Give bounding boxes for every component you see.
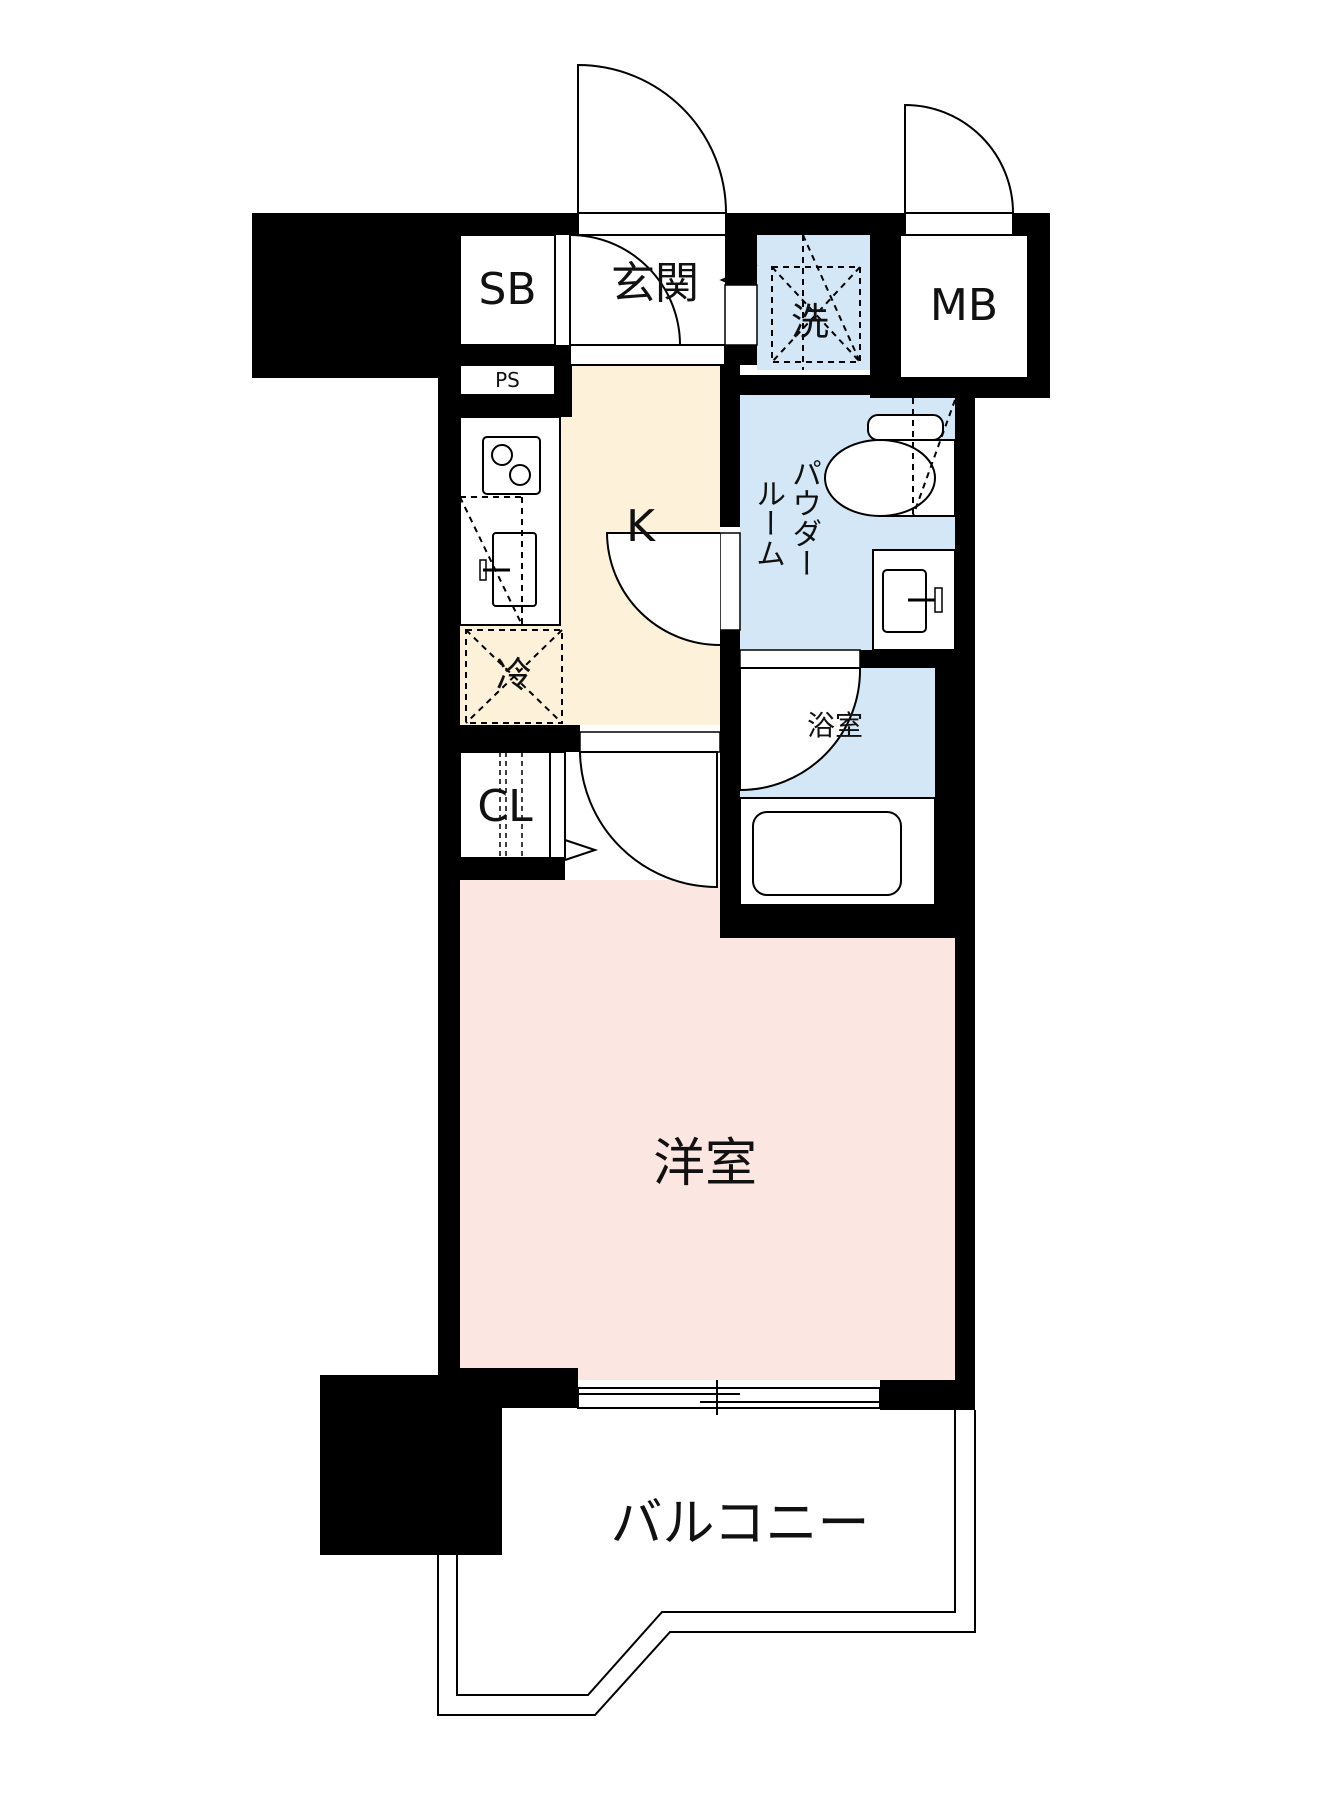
- fridge-symbol: [465, 629, 563, 724]
- burner-2-icon: [509, 464, 531, 486]
- wall-washer-mb: [870, 235, 900, 395]
- stove-icon: [482, 436, 541, 495]
- wall-cl-bottom: [460, 858, 565, 880]
- bath-door-swing: [739, 667, 862, 792]
- meter-box: [899, 234, 1029, 379]
- closet: [459, 751, 551, 859]
- room-door-swing: [578, 751, 718, 889]
- genkan-door-swing: [569, 234, 681, 346]
- toilet-dashed: [912, 398, 956, 517]
- bath-door-frame[interactable]: [739, 649, 861, 669]
- wall-kitchen-powder-top: [720, 375, 955, 395]
- label-powder-room-1: パウダー: [786, 458, 821, 578]
- wall-bottom-left-upper: [438, 1368, 578, 1408]
- balcony-outer: [437, 1410, 976, 1716]
- range-hood-dashed: [459, 496, 523, 626]
- mb-door-frame[interactable]: [904, 212, 1014, 236]
- label-western-room: 洋室: [652, 1134, 757, 1194]
- wall-bottom-right: [880, 1380, 975, 1410]
- label-balcony: バルコニー: [610, 1494, 870, 1554]
- entrance-door-frame[interactable]: [577, 212, 727, 236]
- closet-door-arrow: [564, 839, 599, 861]
- wall-ps-bottom: [460, 395, 572, 417]
- washer-door-frame: [724, 284, 758, 346]
- wall-top-left-block: [252, 213, 460, 378]
- entrance-door-swing: [577, 63, 727, 214]
- wall-bath-bottom: [720, 905, 975, 938]
- balcony-inner: [456, 1410, 956, 1696]
- wall-right: [955, 378, 975, 1410]
- closet-door[interactable]: [549, 751, 566, 859]
- label-kitchen: K: [626, 501, 655, 552]
- label-bathroom: 浴室: [806, 709, 863, 742]
- balcony-sliding-door[interactable]: [577, 1387, 881, 1409]
- washer-symbol: [771, 234, 861, 370]
- pipe-space: [459, 364, 556, 396]
- label-meter-box: MB: [929, 280, 999, 331]
- label-closet: CL: [477, 781, 533, 832]
- powder-room-door-swing: [605, 532, 721, 646]
- wall-right-top: [1028, 213, 1050, 398]
- wall-kitchen-powder: [720, 365, 740, 527]
- wall-sb-bottom: [460, 345, 570, 365]
- wall-kitchen-bottom: [460, 725, 580, 752]
- label-shoe-box: SB: [478, 264, 537, 315]
- genkan-step: [569, 344, 726, 366]
- room-door-frame[interactable]: [579, 731, 721, 753]
- wall-ps-right: [555, 345, 572, 417]
- label-pipe-space: PS: [495, 368, 520, 392]
- powder-room-door-frame[interactable]: [719, 532, 741, 631]
- toilet-tank: [867, 414, 944, 441]
- wall-bath-right: [935, 668, 955, 908]
- western-room-floor: [457, 880, 955, 1380]
- label-entrance: 玄関: [611, 258, 699, 309]
- wall-kitchen-bath: [720, 630, 740, 938]
- burner-1-icon: [491, 444, 513, 466]
- label-washer: 洗: [790, 300, 829, 344]
- label-refrigerator: 冷: [495, 655, 532, 696]
- label-powder-room-2: ルーム: [750, 478, 785, 568]
- wash-faucet-base: [934, 587, 943, 613]
- bathtub-icon: [752, 811, 902, 896]
- mb-door-swing: [904, 103, 1014, 214]
- shoe-box: [459, 234, 556, 346]
- wall-entry-washer-low: [725, 345, 757, 365]
- wall-left: [438, 378, 460, 1388]
- toilet-bowl-icon: [824, 439, 936, 517]
